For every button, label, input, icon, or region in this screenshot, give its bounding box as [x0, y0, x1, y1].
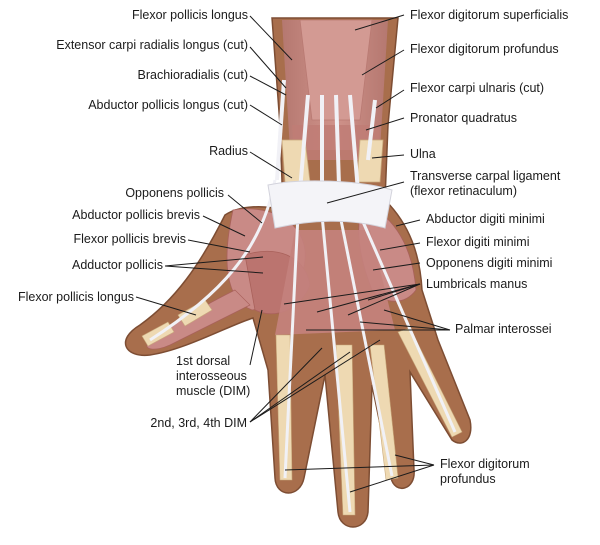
label-first-dim-3: muscle (DIM)	[176, 384, 251, 398]
leader-odm	[372, 262, 421, 271]
leader-fpl-thumb	[135, 296, 197, 316]
leader-opponens-pollicis	[227, 194, 263, 224]
leader-adm	[395, 219, 421, 227]
leader-fpl-top	[249, 15, 293, 61]
thumb-tendon	[149, 179, 277, 342]
leader-dim-c	[249, 339, 381, 423]
label-pronator-quadratus: Pronator quadratus	[410, 111, 518, 125]
fingers	[275, 214, 463, 516]
leader-fpb	[187, 239, 251, 253]
transverse-carpal-ligament	[267, 180, 393, 229]
leader-ulna	[371, 154, 405, 159]
leader-lines	[135, 14, 451, 493]
label-adductor-pollicis: Adductor pollicis	[71, 258, 163, 272]
label-first-dim-1: 1st dorsal	[176, 354, 231, 368]
label-abductor-digiti-minimi: Abductor digiti minimi	[426, 212, 545, 226]
leader-lumbrical-b	[316, 283, 421, 313]
central-palm-muscles	[275, 230, 395, 335]
leader-adductor-a	[164, 256, 264, 267]
leader-fdp-a	[284, 464, 435, 471]
label-flexor-carpi-ulnaris: Flexor carpi ulnaris (cut)	[410, 81, 545, 95]
little-tendon	[358, 214, 457, 433]
leader-fcu	[375, 89, 405, 109]
radius-bone	[281, 139, 311, 183]
label-abductor-pollicis-brevis: Abductor pollicis brevis	[72, 208, 200, 222]
label-flexor-pollicis-brevis: Flexor pollicis brevis	[73, 232, 186, 246]
leader-dim-b	[249, 351, 351, 423]
label-first-dim-2: interosseous	[176, 369, 247, 383]
label-opponens-pollicis: Opponens pollicis	[125, 186, 224, 200]
label-abductor-pollicis-longus: Abductor pollicis longus (cut)	[88, 98, 248, 112]
label-opponens-digiti-minimi: Opponens digiti minimi	[426, 256, 553, 270]
leader-ecrl	[249, 46, 287, 89]
cut-tendon-radial	[275, 79, 286, 181]
ring-tendon	[338, 214, 394, 477]
middle-tendon	[320, 214, 352, 513]
leader-radius	[249, 151, 293, 179]
label-flexor-pollicis-longus-top: Flexor pollicis longus	[131, 8, 248, 22]
little-finger	[358, 214, 463, 438]
leader-brachioradialis	[249, 75, 287, 96]
label-fdp-bottom-2: profundus	[440, 472, 496, 486]
label-flexor-retinaculum: (flexor retinaculum)	[410, 184, 517, 198]
cut-tendon-ulnar	[366, 99, 377, 161]
label-flexor-digitorum-superficialis: Flexor digitorum superficialis	[410, 8, 569, 22]
leader-first-dim	[249, 309, 263, 366]
leader-lumbrical-c	[347, 283, 421, 316]
thumb	[141, 179, 277, 350]
leader-apb	[202, 215, 246, 237]
label-lumbricals-manus: Lumbricals manus	[426, 277, 528, 291]
label-extensor-carpi-radialis-longus: Extensor carpi radialis longus (cut)	[56, 38, 248, 52]
leader-adductor-b	[164, 265, 264, 274]
forearm-muscles	[282, 19, 388, 160]
label-flexor-pollicis-longus-thumb: Flexor pollicis longus	[17, 290, 134, 304]
leader-dim-a	[249, 347, 323, 423]
leader-fdp-top	[361, 49, 405, 76]
ring-bone	[369, 344, 399, 481]
middle-finger	[320, 214, 356, 516]
label-fdp-bottom-1: Flexor digitorum	[440, 457, 530, 471]
leader-fds	[354, 14, 405, 31]
label-radius: Radius	[209, 144, 248, 158]
leader-palmar-b	[359, 321, 451, 331]
leader-pronator	[365, 117, 405, 131]
label-flexor-digiti-minimi: Flexor digiti minimi	[426, 235, 530, 249]
leader-apl	[249, 104, 283, 126]
index-finger	[275, 214, 300, 481]
leader-fdp-b	[349, 464, 435, 493]
label-transverse-carpal-ligament: Transverse carpal ligament	[410, 169, 561, 183]
leader-lumbrical-d	[367, 283, 421, 301]
label-palmar-interossei: Palmar interossei	[455, 322, 552, 336]
leader-palmar-c	[383, 309, 451, 331]
label-brachioradialis: Brachioradialis (cut)	[137, 68, 248, 82]
leader-fdp-c	[394, 454, 435, 466]
leader-fdm	[379, 242, 421, 251]
label-dim-234: 2nd, 3rd, 4th DIM	[150, 416, 247, 430]
flexor-digitorum-superficialis-muscle	[299, 19, 373, 121]
middle-bone	[335, 344, 356, 516]
leader-lumbrical-a	[283, 283, 421, 305]
label-ulna: Ulna	[410, 147, 436, 161]
index-tendon	[283, 214, 300, 479]
ring-finger	[338, 214, 399, 481]
leader-tcl	[326, 181, 405, 204]
label-flexor-digitorum-profundus-top: Flexor digitorum profundus	[410, 42, 559, 56]
